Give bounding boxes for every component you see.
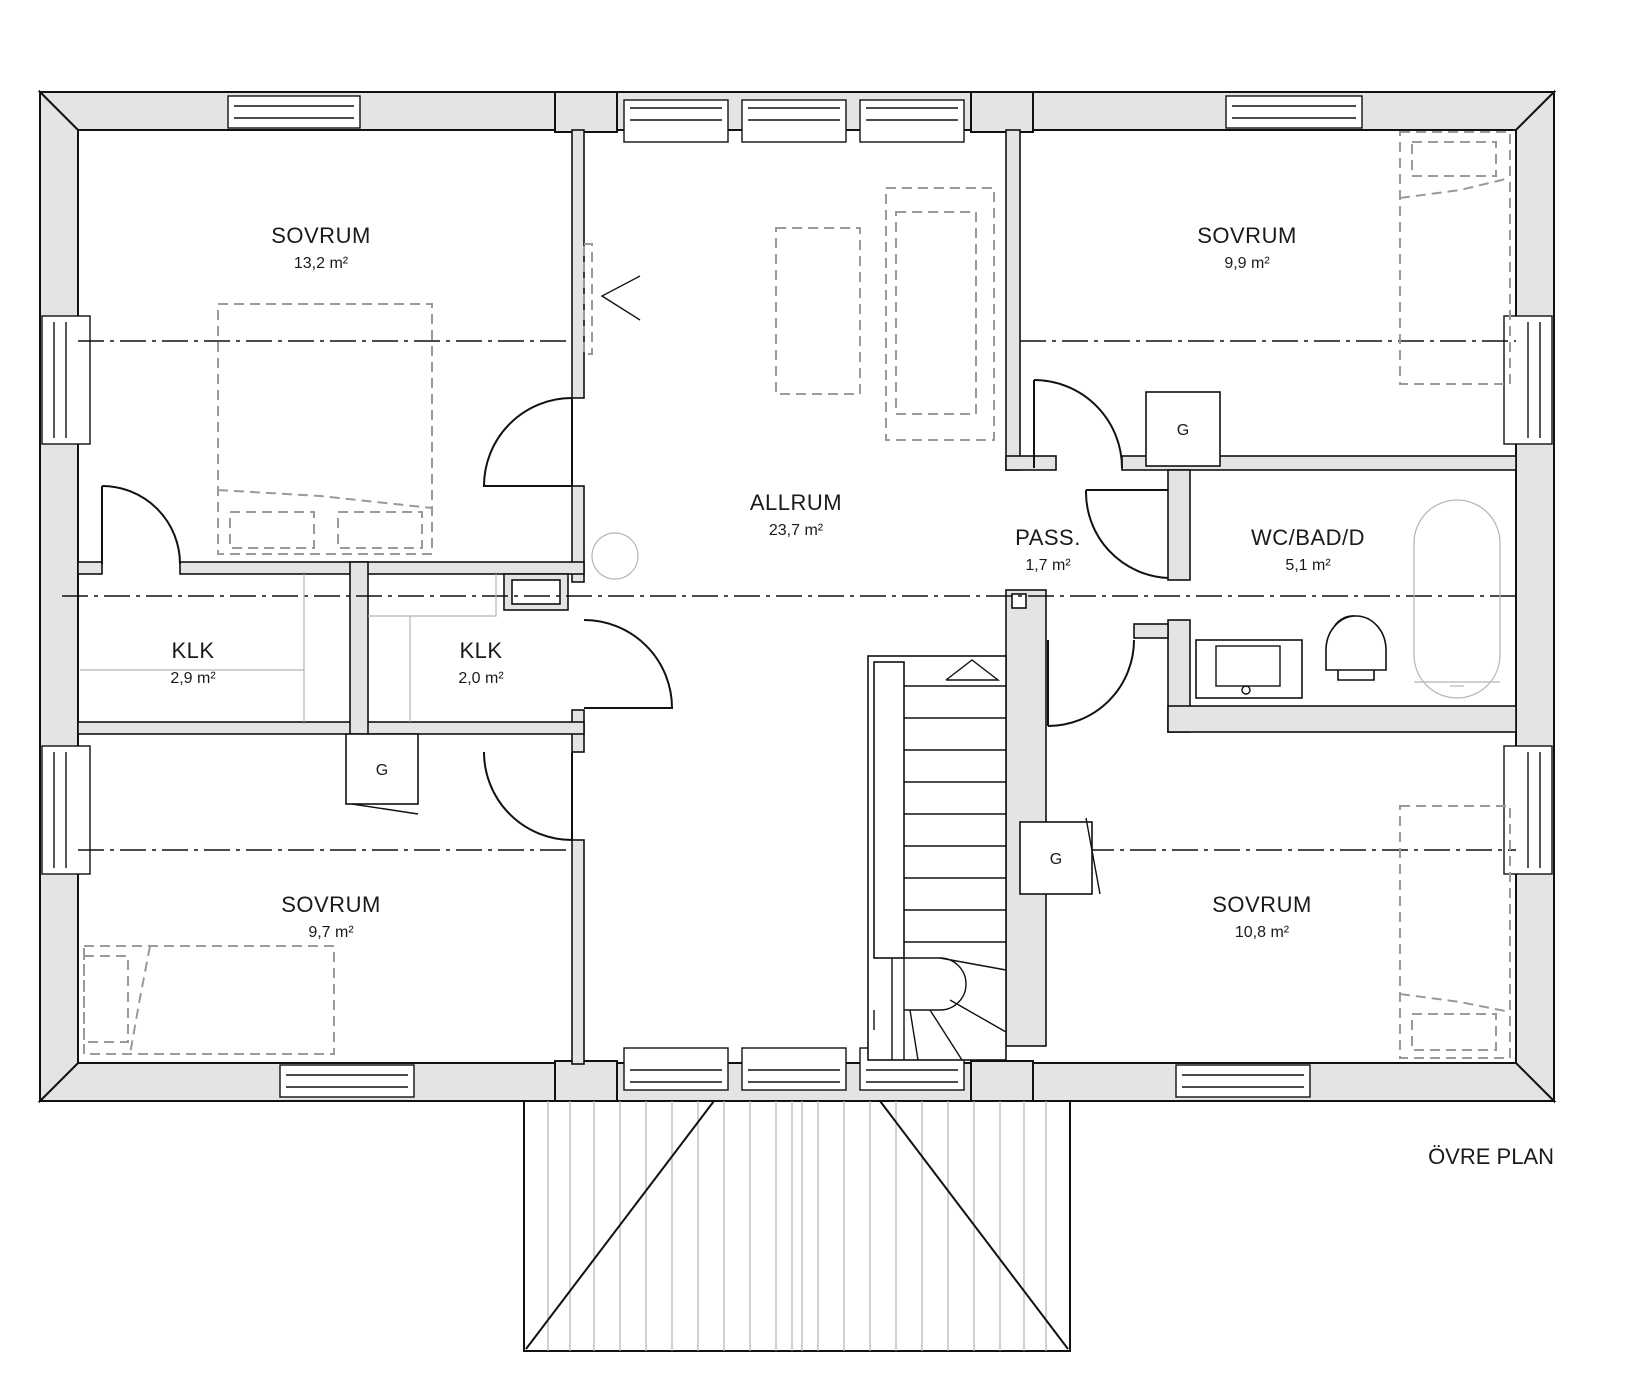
appliance-box-g3 (1019, 821, 1093, 895)
appliance-label-g3: G (1050, 851, 1062, 868)
room-name-klk-mid: KLK (459, 638, 502, 663)
windows (41, 95, 1553, 1098)
axis-lines (62, 340, 1522, 851)
room-name-sovrum-sw: SOVRUM (281, 892, 381, 917)
appliances: G G G (345, 391, 1221, 895)
room-area-sovrum-se: 10,8 m² (1235, 924, 1290, 941)
appliance-box-g1 (1145, 391, 1221, 467)
room-area-pass: 1,7 m² (1025, 557, 1071, 574)
stair (867, 655, 1007, 1061)
room-area-klk-left: 2,9 m² (170, 670, 216, 687)
room-area-sovrum-sw: 9,7 m² (308, 924, 354, 941)
room-area-sovrum-nw: 13,2 m² (294, 255, 349, 272)
wc-fixtures (1195, 499, 1501, 699)
room-name-sovrum-se: SOVRUM (1212, 892, 1312, 917)
furniture (80, 131, 1511, 1059)
room-name-pass: PASS. (1015, 525, 1081, 550)
room-area-klk-mid: 2,0 m² (458, 670, 504, 687)
room-name-sovrum-ne: SOVRUM (1197, 223, 1297, 248)
room-name-wc: WC/BAD/D (1251, 525, 1365, 550)
interior-walls (77, 129, 1517, 1065)
appliance-label-g2: G (376, 762, 388, 779)
balcony (523, 1100, 1071, 1352)
appliance-label-g1: G (1177, 422, 1189, 439)
room-name-sovrum-nw: SOVRUM (271, 223, 371, 248)
room-area-sovrum-ne: 9,9 m² (1224, 255, 1270, 272)
room-name-allrum: ALLRUM (750, 490, 842, 515)
room-area-allrum: 23,7 m² (769, 522, 824, 539)
appliance-box-g2 (345, 733, 419, 805)
room-area-wc: 5,1 m² (1285, 557, 1331, 574)
doors (101, 379, 1169, 841)
plan-title: ÖVRE PLAN (1428, 1144, 1554, 1169)
room-name-klk-left: KLK (171, 638, 214, 663)
room-labels: SOVRUM 13,2 m² ALLRUM 23,7 m² SOVRUM 9,9… (170, 223, 1365, 941)
